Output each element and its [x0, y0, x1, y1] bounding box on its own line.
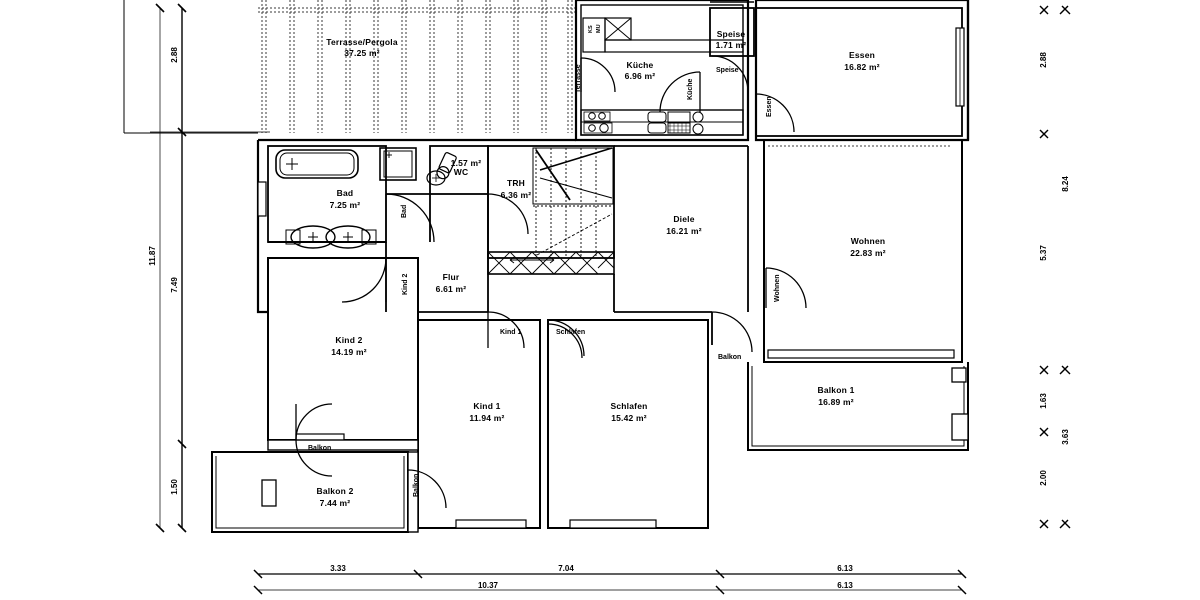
room-area-kueche: 6.96 m² [625, 71, 656, 81]
room-label-schlafen: Schlafen [610, 401, 647, 411]
room-label-essen: Essen [849, 50, 875, 60]
dim-left-11-87: 11.87 [148, 246, 157, 266]
room-area-speise: 1.71 m² [716, 40, 747, 50]
dim-left-1-50: 1.50 [170, 479, 179, 495]
door-swings [295, 55, 807, 509]
dim-right-3-63: 3.63 [1061, 429, 1070, 445]
dim-bottom-6-13: 6.13 [837, 564, 853, 573]
door-label-kueche: Küche [687, 79, 694, 101]
dim-bottom-6-13-b: 6.13 [837, 581, 853, 590]
appliance-label-ks: KS [588, 25, 594, 33]
dim-left-2-88: 2.88 [170, 47, 179, 63]
wall-structure [211, 0, 969, 533]
room-area-wc: 1.57 m² [451, 158, 482, 168]
door-label-balkon-wohnen: Balkon [718, 354, 741, 361]
room-area-balkon1: 16.89 m² [818, 397, 854, 407]
dim-bottom-7-04: 7.04 [558, 564, 574, 573]
room-label-flur: Flur [443, 272, 460, 282]
room-area-essen: 16.82 m² [844, 62, 880, 72]
kitchen-annotations: KS MU [588, 24, 602, 33]
room-label-wc: WC [454, 167, 469, 177]
door-label-balkon-kind2: Balkon [308, 445, 331, 452]
dimension-text-left: 2.88 7.49 1.50 11.87 [148, 47, 179, 495]
dimension-marks-right [1039, 5, 1071, 529]
room-area-bad: 7.25 m² [330, 200, 361, 210]
room-label-speise: Speise [717, 29, 746, 39]
room-area-flur: 6.61 m² [436, 284, 467, 294]
door-label-schlafen: Schlafen [556, 329, 585, 336]
dimension-text-right: 2.88 5.37 1.63 2.00 8.24 3.63 [1039, 52, 1070, 486]
door-label-kind2: Kind 2 [402, 274, 409, 295]
door-label-balkon-kind1: Balkon [413, 474, 420, 497]
door-label-kind1: Kind 1 [500, 329, 521, 336]
room-label-balkon2: Balkon 2 [316, 486, 353, 496]
room-label-balkon1: Balkon 1 [817, 385, 854, 395]
room-label-trh: TRH [507, 178, 525, 188]
dim-left-7-49: 7.49 [170, 277, 179, 293]
room-area-trh: 6.36 m² [501, 190, 532, 200]
room-area-wohnen: 22.83 m² [850, 248, 886, 258]
appliance-label-mu: MU [596, 24, 602, 33]
room-label-kind1: Kind 1 [473, 401, 500, 411]
room-area-diele: 16.21 m² [666, 226, 702, 236]
dim-right-2-00: 2.00 [1039, 470, 1048, 486]
dimension-text-bottom: 3.33 7.04 6.13 10.37 6.13 [330, 564, 853, 590]
door-label-speise: Speise [716, 67, 739, 74]
door-label-wohnen: Wohnen [774, 275, 781, 302]
room-area-kind1: 11.94 m² [469, 413, 504, 423]
door-labels: Terrasse Küche Speise Essen Wohnen Bad K… [308, 64, 781, 497]
room-area-kind2: 14.19 m² [331, 347, 367, 357]
room-labels: Terrasse/Pergola 37.25 m² Küche 6.96 m² … [316, 29, 885, 508]
dimension-lines-bottom [253, 569, 967, 595]
door-label-terrasse: Terrasse [575, 64, 582, 93]
dimension-lines-left [150, 3, 270, 533]
dim-bottom-3-33: 3.33 [330, 564, 346, 573]
room-area-terrasse: 37.25 m² [344, 48, 380, 58]
dim-right-8-24: 8.24 [1061, 176, 1070, 192]
terrace-pergola-structure [123, 0, 576, 134]
room-area-balkon2: 7.44 m² [320, 498, 351, 508]
room-label-terrasse: Terrasse/Pergola [326, 37, 398, 47]
dim-right-2-88: 2.88 [1039, 52, 1048, 68]
dim-right-1-63: 1.63 [1039, 393, 1048, 409]
room-label-diele: Diele [673, 214, 694, 224]
room-area-schlafen: 15.42 m² [611, 413, 647, 423]
room-label-wohnen: Wohnen [851, 236, 886, 246]
door-label-bad: Bad [401, 205, 408, 218]
dim-bottom-10-37: 10.37 [478, 581, 499, 590]
room-label-kind2: Kind 2 [335, 335, 362, 345]
room-label-kueche: Küche [627, 60, 654, 70]
dim-right-5-37: 5.37 [1039, 245, 1048, 261]
room-label-bad: Bad [337, 188, 354, 198]
door-label-essen: Essen [766, 96, 773, 117]
